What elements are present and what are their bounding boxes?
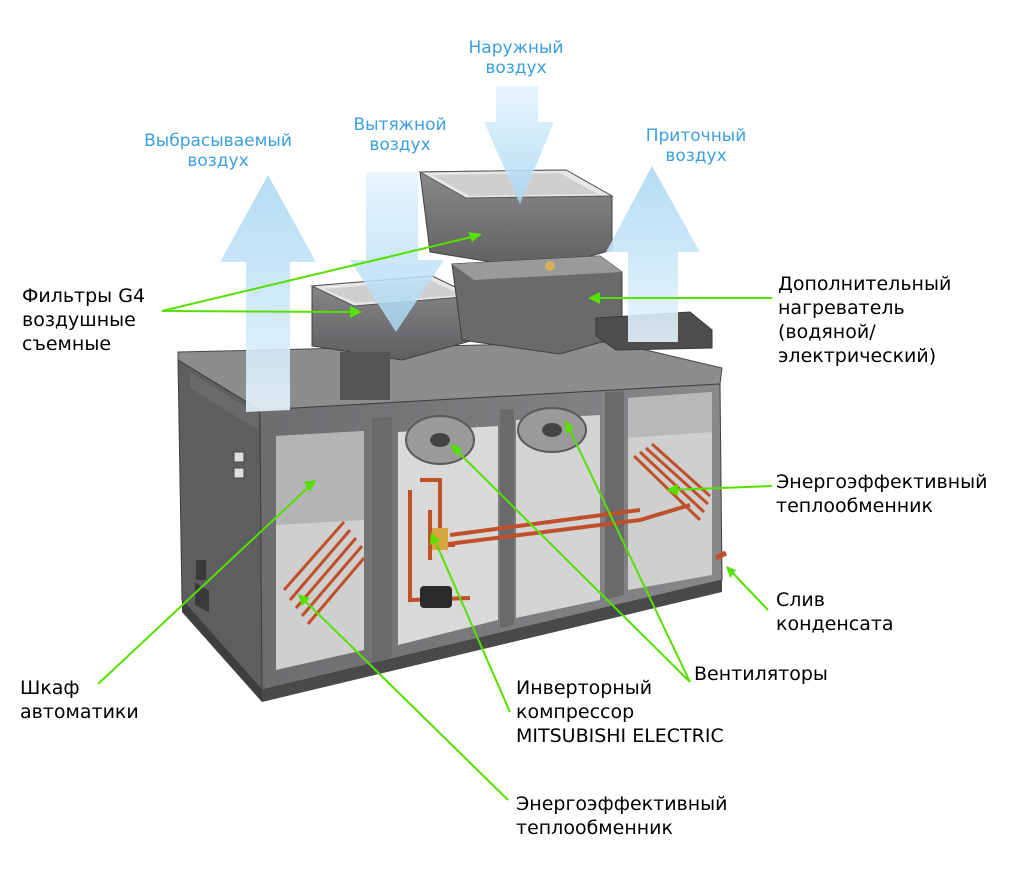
label-compressor-line3: MITSUBISHI ELECTRIC <box>516 725 724 747</box>
label-heater-line3: (водяной/ <box>778 321 876 343</box>
label-condensate-line2: конденсата <box>776 613 894 635</box>
air-label-exhaust: Выбрасываемый воздух <box>128 131 308 171</box>
label-compressor-line2: компрессор <box>516 701 635 723</box>
label-compressor-line1: Инверторный <box>516 677 653 699</box>
label-filters: Фильтры G4 воздушные съемные <box>22 284 145 356</box>
label-heater-line2: нагреватель <box>778 297 905 319</box>
label-heater: Дополнительный нагреватель (водяной/ эле… <box>778 272 951 368</box>
label-heater-line4: электрический) <box>778 345 937 367</box>
air-label-extract-line1: Вытяжной <box>353 115 447 135</box>
label-fans: Вентиляторы <box>694 662 828 686</box>
air-label-outdoor: Наружный воздух <box>446 38 586 78</box>
label-exchanger-right: Энергоэффективный теплообменник <box>776 470 988 518</box>
heater-box <box>451 255 623 355</box>
arrow-extract-air <box>350 172 444 332</box>
air-label-outdoor-line1: Наружный <box>468 38 564 58</box>
leader-lines <box>97 234 773 801</box>
leader-fan-2 <box>565 421 691 683</box>
label-fans-line1: Вентиляторы <box>694 663 828 685</box>
coil-right <box>632 442 712 522</box>
air-label-exhaust-line1: Выбрасываемый <box>144 131 292 151</box>
condensate-pipe <box>714 550 728 561</box>
leader-filter-extract <box>161 310 361 313</box>
leader-condensate <box>727 567 769 611</box>
leader-filter-outdoor <box>161 234 481 312</box>
leader-exchanger-bottom <box>299 595 509 801</box>
air-label-supply-line2: воздух <box>665 146 727 166</box>
label-filters-line2: воздушные <box>22 309 136 331</box>
label-heater-line1: Дополнительный <box>778 273 952 295</box>
label-exchanger-right-line1: Энергоэффективный <box>776 471 988 493</box>
leader-fan-1 <box>451 445 691 683</box>
label-exchanger-bottom-line2: теплообменник <box>516 817 673 839</box>
label-cabinet: Шкаф автоматики <box>20 676 139 724</box>
air-label-supply-line1: Приточный <box>645 126 747 146</box>
label-condensate: Слив конденсата <box>776 588 894 636</box>
label-condensate-line1: Слив <box>776 589 825 611</box>
label-exchanger-bottom: Энергоэффективный теплообменник <box>516 792 728 840</box>
arrow-outdoor-air <box>484 86 554 204</box>
air-label-exhaust-line2: воздух <box>187 151 249 171</box>
label-exchanger-right-line2: теплообменник <box>776 495 933 517</box>
air-label-outdoor-line2: воздух <box>485 58 547 78</box>
air-label-extract-line2: воздух <box>369 135 431 155</box>
arrow-exhaust-air <box>220 175 316 412</box>
label-filters-line3: съемные <box>22 333 112 355</box>
label-cabinet-line2: автоматики <box>20 701 139 723</box>
air-label-supply: Приточный воздух <box>626 126 766 166</box>
air-label-extract: Вытяжной воздух <box>330 115 470 155</box>
leader-arrowheads <box>298 232 736 606</box>
label-exchanger-bottom-line1: Энергоэффективный <box>516 793 728 815</box>
label-cabinet-line1: Шкаф <box>20 677 80 699</box>
leader-compressor <box>431 533 511 713</box>
leader-exchanger-right <box>667 485 773 491</box>
label-compressor: Инверторный компрессор MITSUBISHI ELECTR… <box>516 676 724 748</box>
label-filters-line1: Фильтры G4 <box>22 285 146 307</box>
leader-cabinet <box>97 481 315 685</box>
